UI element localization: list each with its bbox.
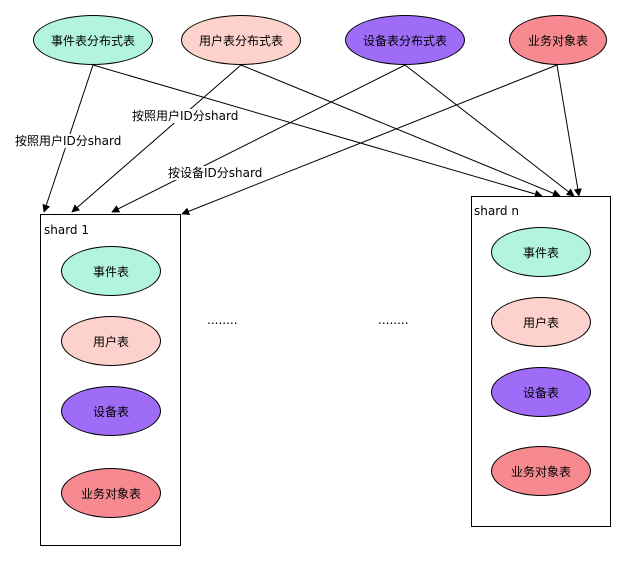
node-events-distributed-label: 事件表分布式表: [50, 33, 135, 48]
shard-1-devices-table-label: 设备表: [92, 404, 129, 419]
node-business-objects-label: 业务对象表: [527, 33, 588, 48]
node-users-distributed-label: 用户表分布式表: [198, 33, 283, 48]
node-users-distributed[interactable]: 用户表分布式表: [181, 15, 301, 65]
edge-events-to-shardn: [92, 64, 543, 198]
node-business-objects[interactable]: 业务对象表: [509, 15, 607, 65]
ellipsis-1: ........: [207, 313, 238, 327]
edge-users-to-shardn: [240, 64, 561, 197]
ellipsis-2: ........: [378, 313, 409, 327]
node-events-distributed[interactable]: 事件表分布式表: [33, 15, 153, 65]
edge-business-to-shardn: [556, 64, 582, 197]
node-devices-distributed-label: 设备表分布式表: [362, 33, 447, 48]
shard-n-devices-table-label: 设备表: [522, 385, 559, 400]
shard-1-devices-table[interactable]: 设备表: [61, 386, 161, 436]
shard-1-users-table-label: 用户表: [92, 334, 129, 349]
edge-devices-to-shard1: [111, 64, 406, 213]
shard-n-business-table-label: 业务对象表: [510, 464, 571, 479]
shard-1-events-table[interactable]: 事件表: [61, 246, 161, 296]
shard-n-users-table[interactable]: 用户表: [491, 297, 591, 347]
edge-devices-to-shardn: [404, 64, 575, 197]
edge-label-by-device: 按设备ID分shard: [167, 166, 264, 180]
edge-users-to-shard1: [71, 64, 242, 213]
shard-n-events-table-label: 事件表: [522, 245, 559, 260]
shard-1-users-table[interactable]: 用户表: [61, 316, 161, 366]
edge-label-by-user-1: 按照用户ID分shard: [14, 134, 123, 148]
shard-n-users-table-label: 用户表: [522, 315, 559, 330]
edge-business-to-shard1: [181, 64, 558, 216]
shard-n-title: shard n: [474, 204, 519, 218]
shard-1-events-table-label: 事件表: [92, 264, 129, 279]
shard-n-business-table[interactable]: 业务对象表: [491, 446, 591, 496]
shard-1-title: shard 1: [44, 223, 89, 237]
shard-1-business-table[interactable]: 业务对象表: [61, 468, 161, 518]
edge-label-by-user-2: 按照用户ID分shard: [131, 109, 240, 123]
node-devices-distributed[interactable]: 设备表分布式表: [345, 15, 465, 65]
shard-n-events-table[interactable]: 事件表: [491, 227, 591, 277]
shard-n-devices-table[interactable]: 设备表: [491, 367, 591, 417]
shard-1-business-table-label: 业务对象表: [80, 486, 141, 501]
